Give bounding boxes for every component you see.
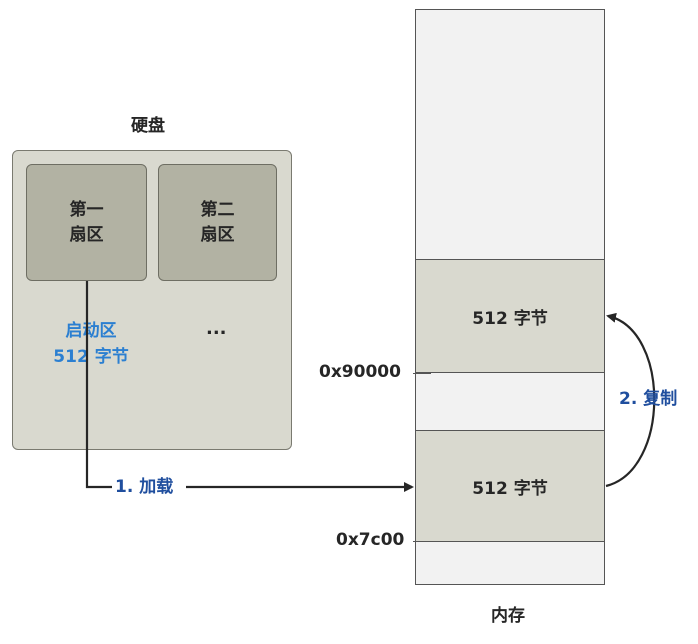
copy-arrow	[605, 312, 656, 488]
load-arrow	[85, 281, 112, 489]
sector-1: 第一 扇区	[26, 164, 147, 281]
sector-2-line1: 第二	[200, 199, 235, 220]
disk-ellipsis: ...	[206, 318, 227, 339]
step-copy-label: 2. 复制	[619, 389, 678, 409]
sector-2-line2: 扇区	[200, 224, 235, 245]
sector-1-line1: 第一	[69, 199, 104, 220]
address-0x7c00: 0x7c00	[336, 530, 405, 550]
boot-sector-label: 启动区 512 字节	[46, 318, 136, 370]
memory-block-0x90000-label: 512 字节	[472, 308, 548, 329]
address-0x90000: 0x90000	[319, 362, 401, 382]
sector-1-line2: 扇区	[69, 224, 104, 245]
sector-2: 第二 扇区	[158, 164, 277, 281]
memory-block-0x90000: 512 字节	[415, 259, 605, 373]
disk-title: 硬盘	[131, 116, 165, 136]
address-tick-0x90000	[413, 373, 431, 374]
step-load-label: 1. 加载	[115, 477, 174, 497]
address-tick-0x7c00	[413, 541, 431, 542]
memory-block-0x7c00-label: 512 字节	[472, 478, 548, 499]
memory-title: 内存	[491, 606, 525, 626]
boot-sector-label-line2: 512 字节	[53, 347, 129, 367]
boot-sector-label-line1: 启动区	[65, 321, 117, 341]
memory-block-0x7c00: 512 字节	[415, 430, 605, 542]
